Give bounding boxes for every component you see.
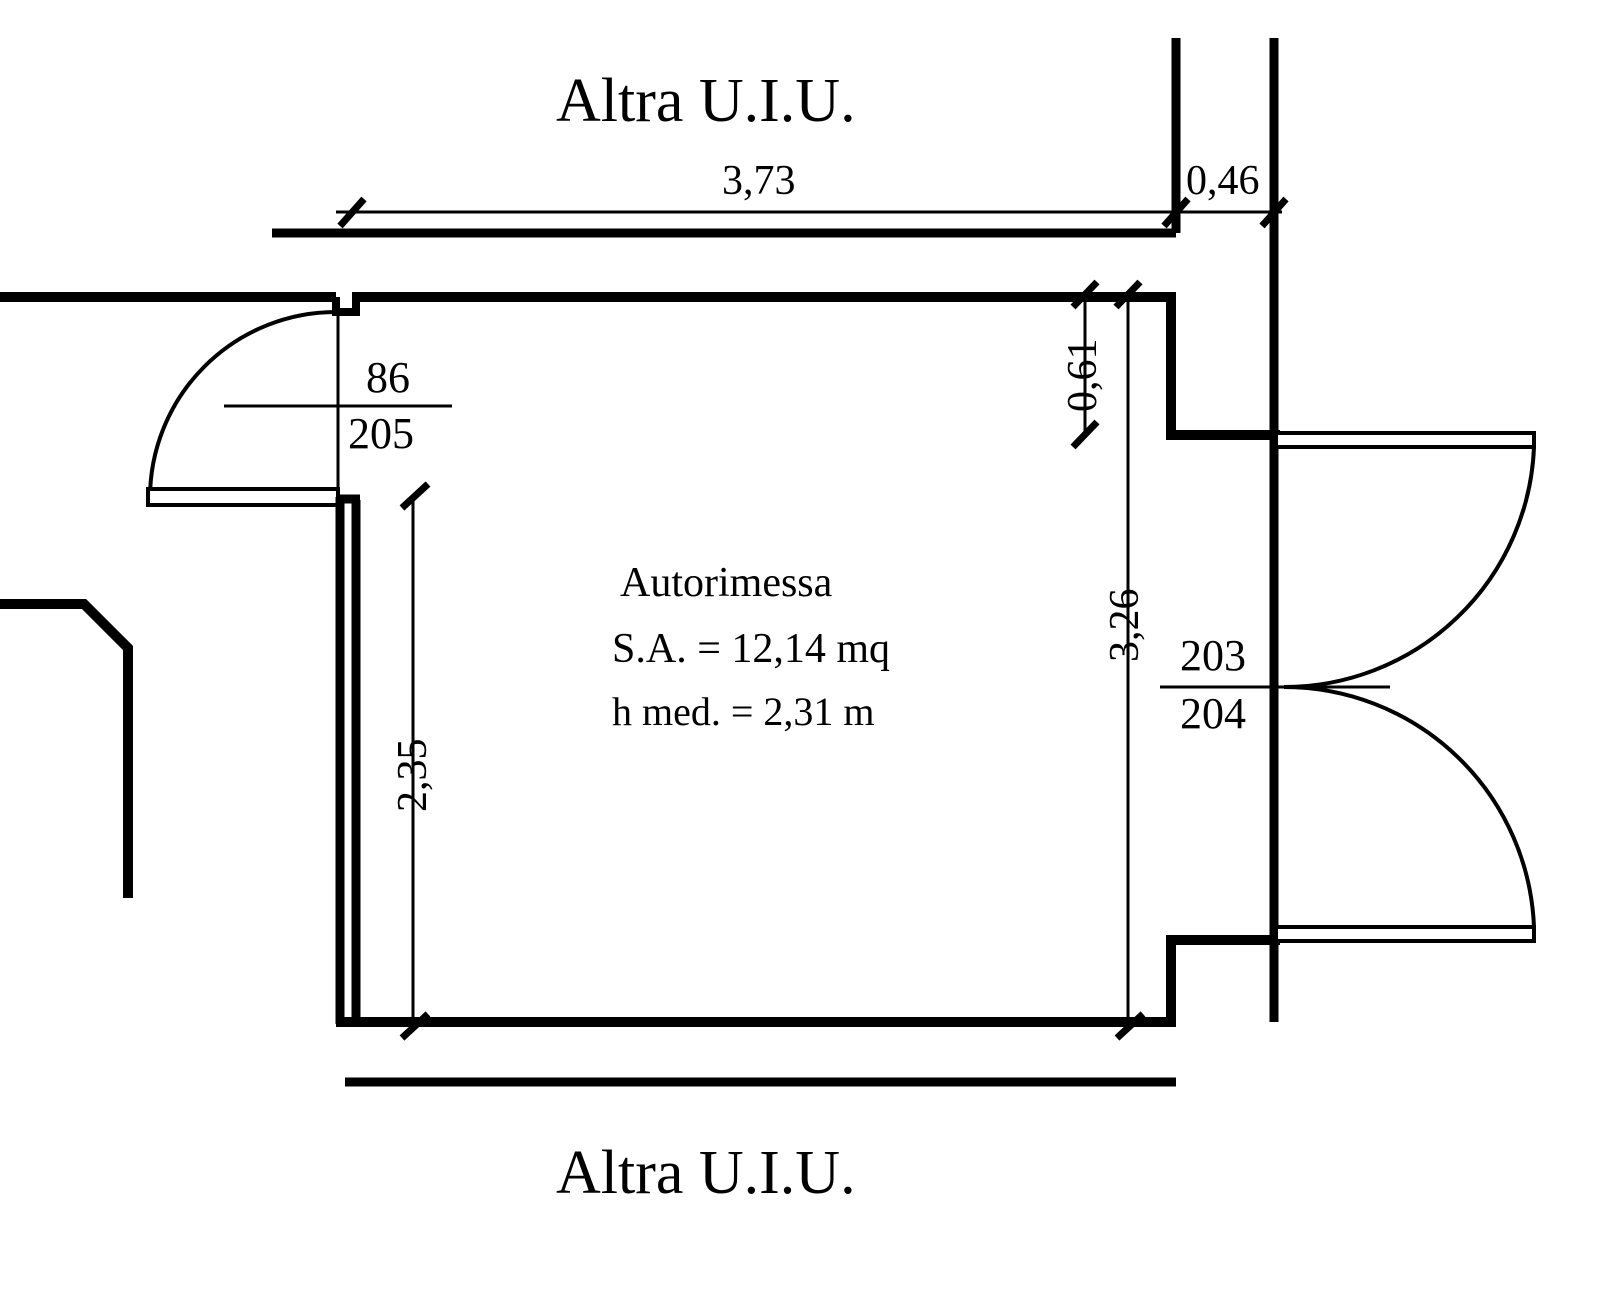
wall-chamfer-left <box>0 599 133 898</box>
room-height-label: h med. = 2,31 m <box>612 689 875 734</box>
door-jamb-nib-top <box>332 297 360 316</box>
door-left-width-label: 86 <box>366 353 410 402</box>
dimension-label-right-notch: 0,61 <box>1060 338 1106 413</box>
dim-tick-046-right <box>1259 196 1289 229</box>
dimension-label-right-height: 3,26 <box>1102 588 1148 663</box>
dim-tick-235-top <box>399 481 431 511</box>
bottom-altra-uiu-label: Altra U.I.U. <box>556 1139 856 1207</box>
door-right-width-label: 203 <box>1180 631 1246 680</box>
door-left-height-label: 205 <box>348 409 414 458</box>
dim-tick-061-bottom <box>1070 419 1100 450</box>
door-swing-arc-right-upper <box>1283 446 1536 690</box>
dim-tick-046-left <box>1161 196 1191 229</box>
room-area-label: S.A. = 12,14 mq <box>612 626 891 672</box>
door-swing-arc-right-lower <box>1283 684 1536 928</box>
dim-tick-061-top <box>1070 279 1100 310</box>
wall-bottom-right-niche <box>1166 935 1280 1022</box>
door-swing-arc-left <box>148 310 337 499</box>
dimension-label-left-height: 2,35 <box>390 738 436 813</box>
dimension-label-top-right-offset: 0,46 <box>1186 158 1260 204</box>
door-leaf-right-lower <box>1274 925 1536 943</box>
wall-top-right-niche <box>1166 297 1280 440</box>
door-right-height-label: 204 <box>1180 689 1246 738</box>
dimension-label-top-width: 3,73 <box>722 158 796 204</box>
top-altra-uiu-label: Altra U.I.U. <box>556 67 856 135</box>
room-name-label: Autorimessa <box>620 560 833 606</box>
door-leaf-right-upper <box>1274 431 1536 449</box>
dim-tick-061-ext <box>1113 279 1143 310</box>
door-leaf-left <box>146 487 340 507</box>
top-dim-tick-left <box>337 196 367 229</box>
